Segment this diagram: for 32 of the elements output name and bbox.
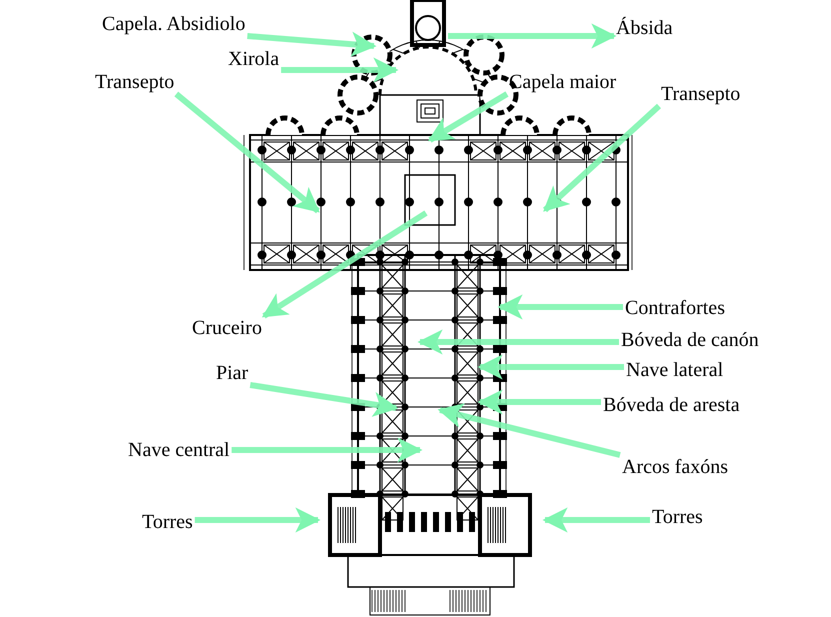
part-label: Xirola xyxy=(228,48,280,70)
leader-arrow xyxy=(542,507,650,533)
part-label: Contrafortes xyxy=(625,297,725,319)
leader-arrow xyxy=(417,329,619,355)
part-label: Arcos faxóns xyxy=(622,456,728,478)
part-label: Bóveda de aresta xyxy=(603,394,740,416)
part-label: Nave lateral xyxy=(626,359,724,381)
part-label: Nave central xyxy=(128,439,230,461)
leader-arrow xyxy=(438,403,621,458)
leader-arrow xyxy=(497,294,623,320)
leader-arrow xyxy=(477,389,601,415)
leader-arrow xyxy=(250,382,398,417)
leader-arrow xyxy=(542,104,662,212)
leader-arrow xyxy=(448,23,617,49)
part-label: Transepto xyxy=(95,71,174,93)
part-label: Torres xyxy=(142,511,193,533)
leader-arrow xyxy=(247,32,376,57)
leader-arrow xyxy=(232,437,423,463)
part-label: Piar xyxy=(216,362,248,384)
leader-arrow xyxy=(477,354,624,380)
leader-arrow xyxy=(281,57,399,83)
part-label: Ábsida xyxy=(616,17,673,39)
part-label: Torres xyxy=(652,506,703,528)
leader-arrow xyxy=(262,210,428,319)
leader-arrow xyxy=(428,91,509,143)
part-label: Cruceiro xyxy=(192,317,262,339)
part-label: Transepto xyxy=(661,83,740,105)
leader-arrow xyxy=(194,507,321,533)
part-label: Capela maior xyxy=(509,71,616,93)
part-label: Capela. Absidiolo xyxy=(102,13,246,35)
leader-arrow xyxy=(174,92,320,214)
part-label: Bóveda de canón xyxy=(621,329,759,351)
